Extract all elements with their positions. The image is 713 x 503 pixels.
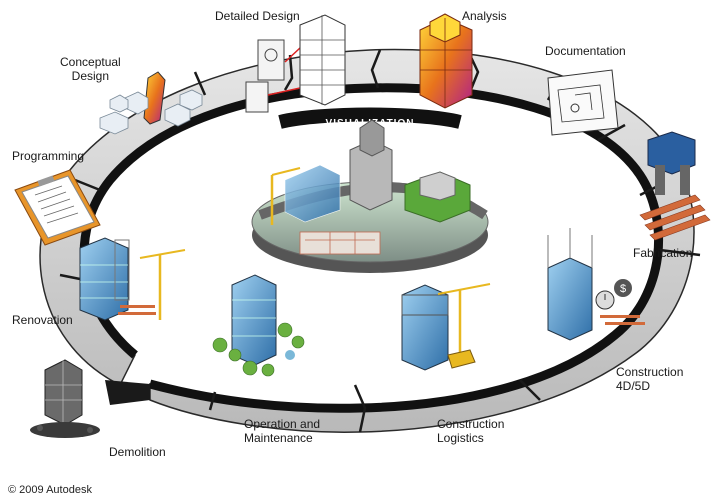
stage-label-operation-maintenance: Operation and Maintenance: [244, 417, 321, 445]
ring-arrow-tail: [105, 380, 150, 405]
heatmap-building-icon: [419, 13, 473, 109]
stage-label-fabrication: Fabrication: [633, 246, 693, 260]
svg-text:$: $: [620, 283, 626, 295]
tree-icon: [212, 322, 305, 377]
lifecycle-ring: VISUALIZATION: [39, 48, 701, 433]
renovation-building-icon: [79, 237, 186, 321]
ring-inner-rim: [79, 83, 663, 413]
dollar-icon: [614, 279, 632, 297]
blueprint-icon: [547, 69, 619, 136]
operation-building-icon: [212, 274, 305, 377]
construction-4d5d-building-icon: $: [547, 228, 645, 341]
stage-label-renovation: Renovation: [12, 313, 73, 327]
stage-label-demolition: Demolition: [109, 445, 166, 459]
copyright-text: © 2009 Autodesk: [8, 484, 92, 496]
stage-label-analysis: Analysis: [462, 9, 507, 23]
rubble-icon: [30, 359, 100, 438]
stage-label-detailed-design: Detailed Design: [215, 9, 300, 23]
segment-dividers: [59, 49, 701, 433]
stage-label-construction-4d5d: Construction 4D/5D: [616, 365, 684, 393]
clipboard-icon: [14, 169, 101, 246]
city-model-icon: [251, 119, 489, 273]
detailed-design-building-icon: [245, 14, 346, 113]
stage-label-documentation: Documentation: [545, 44, 626, 58]
stage-label-construction-logistics: Construction Logistics: [437, 417, 505, 445]
conceptual-massing-icon: [99, 71, 203, 135]
logistics-building-icon: [401, 283, 491, 371]
fabrication-machine-icon: [639, 131, 711, 241]
stage-label-programming: Programming: [12, 149, 85, 163]
stage-label-conceptual-design: Conceptual Design: [60, 55, 121, 83]
